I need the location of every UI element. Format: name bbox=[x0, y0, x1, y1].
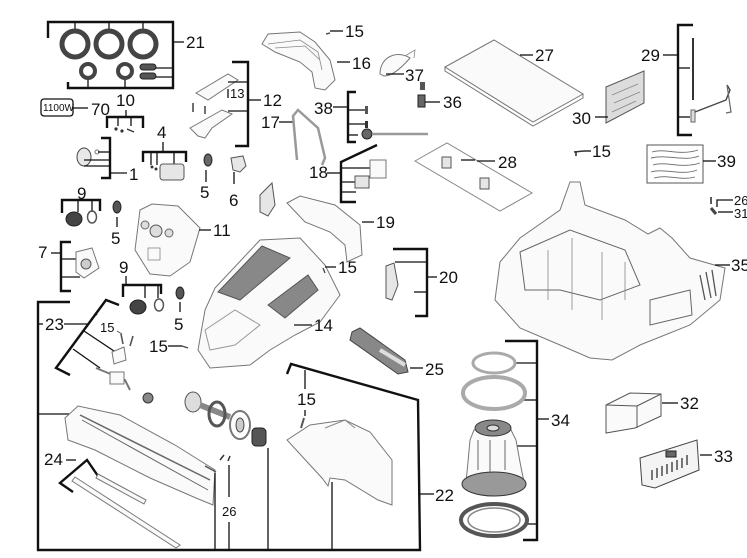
power-label-text: 1100W bbox=[43, 103, 75, 114]
callout-36: 36 bbox=[443, 93, 462, 112]
callout-9-lower: 9 bbox=[119, 258, 128, 277]
part-18-switch-group: 18 bbox=[309, 143, 387, 204]
part-38-valve-assembly: 38 bbox=[314, 90, 428, 144]
callout-34: 34 bbox=[551, 411, 570, 430]
part-29-level-probes: 29 bbox=[641, 23, 732, 137]
part-37-motor-cable: 37 bbox=[379, 49, 424, 85]
callout-4: 4 bbox=[157, 123, 166, 142]
callout-29: 29 bbox=[641, 46, 660, 65]
part-17-hose: 17 bbox=[261, 108, 327, 166]
part-35-base-housing: 35 bbox=[494, 181, 747, 361]
callout-32: 32 bbox=[680, 394, 699, 413]
callout-15-brush: 15 bbox=[100, 320, 114, 335]
callout-15-right: 15 bbox=[592, 142, 611, 161]
callout-39: 39 bbox=[717, 152, 736, 171]
callout-10: 10 bbox=[116, 91, 135, 110]
callout-70: 70 bbox=[91, 100, 110, 119]
part-19-rear-cover: 19 bbox=[286, 195, 395, 263]
callout-5-right: 5 bbox=[174, 315, 183, 334]
callout-30: 30 bbox=[572, 109, 591, 128]
part-9-knob-set-lower: 9 bbox=[119, 258, 165, 315]
callout-31: 31 bbox=[734, 206, 747, 221]
part-5-cable-clip: 5 bbox=[200, 153, 213, 202]
part-latch-small bbox=[259, 181, 276, 217]
part-30-circuit-board: 30 bbox=[572, 70, 645, 128]
part-25-filter-strip: 25 bbox=[349, 327, 444, 379]
part-7-socket: 7 bbox=[38, 240, 100, 293]
callout-5-left: 5 bbox=[111, 229, 120, 248]
part-22-brush-cover: 15 22 bbox=[286, 370, 454, 550]
part-10-screws: 10 bbox=[105, 91, 145, 133]
callout-11: 11 bbox=[213, 221, 231, 240]
callout-35: 35 bbox=[731, 256, 747, 275]
callout-13: 13 bbox=[230, 86, 244, 101]
part-9-knob-set-upper: 9 bbox=[60, 184, 102, 227]
callout-7: 7 bbox=[38, 243, 47, 262]
part-23-24-brush-assembly: 23 15 15 24 bbox=[36, 298, 422, 552]
callout-15-handle: 15 bbox=[345, 22, 364, 41]
part-20-latch: 20 bbox=[385, 247, 458, 318]
callout-21: 21 bbox=[186, 33, 205, 52]
part-15-screw-right: 15 bbox=[573, 142, 611, 161]
part-36-sensor: 36 bbox=[417, 82, 462, 112]
callout-5-top: 5 bbox=[200, 183, 209, 202]
callout-22: 22 bbox=[435, 486, 454, 505]
callout-38: 38 bbox=[314, 99, 333, 118]
part-12-handle-grip: 12 13 bbox=[189, 60, 282, 148]
callout-15-mid: 15 bbox=[149, 337, 168, 356]
part-5-cable-clip-right: 5 bbox=[174, 286, 185, 334]
part-16-handle: 16 15 bbox=[261, 22, 371, 91]
part-32-foam-filter: 32 bbox=[605, 392, 699, 434]
callout-27: 27 bbox=[535, 46, 554, 65]
callout-17: 17 bbox=[261, 113, 280, 132]
callout-18: 18 bbox=[309, 163, 328, 182]
callout-19: 19 bbox=[376, 213, 395, 232]
part-5-cable-clip-left: 5 bbox=[111, 200, 122, 248]
part-34-motor-assembly: 34 bbox=[459, 339, 570, 542]
callout-28: 28 bbox=[498, 153, 517, 172]
callout-33: 33 bbox=[714, 447, 733, 466]
callout-15-housing: 15 bbox=[338, 258, 357, 277]
callout-23: 23 bbox=[45, 315, 64, 334]
callout-37: 37 bbox=[405, 66, 424, 85]
part-39-wire-set: 39 bbox=[646, 144, 736, 184]
part-28-filter-clips: 28 bbox=[413, 142, 534, 212]
part-roller-axle bbox=[184, 391, 267, 447]
callout-14: 14 bbox=[314, 316, 333, 335]
callout-24: 24 bbox=[44, 450, 63, 469]
callout-25: 25 bbox=[425, 360, 444, 379]
part-4-switch: 4 bbox=[141, 123, 188, 181]
part-1-knob: 1 bbox=[76, 136, 138, 184]
callout-26-lower: 26 bbox=[222, 504, 236, 519]
part-26-31-fasteners: 26 31 bbox=[709, 193, 747, 221]
part-33-exhaust-grille: 33 bbox=[639, 439, 733, 489]
part-21-seal-rings: 21 bbox=[46, 20, 205, 90]
part-14-main-housing: 14 15 bbox=[197, 237, 357, 369]
callout-16: 16 bbox=[352, 54, 371, 73]
part-27-cover-plate: 27 bbox=[444, 39, 584, 127]
part-11-control-panel: 11 bbox=[134, 203, 231, 277]
callout-26-right: 26 bbox=[734, 193, 747, 208]
callout-12: 12 bbox=[263, 91, 282, 110]
part-70-power-label: 1100W 70 bbox=[40, 98, 110, 119]
callout-9-upper: 9 bbox=[77, 184, 86, 203]
callout-6: 6 bbox=[229, 191, 238, 210]
callout-1: 1 bbox=[129, 165, 138, 184]
part-6-bracket: 6 bbox=[229, 155, 247, 210]
callout-15-cover: 15 bbox=[297, 390, 316, 409]
callout-20: 20 bbox=[439, 268, 458, 287]
